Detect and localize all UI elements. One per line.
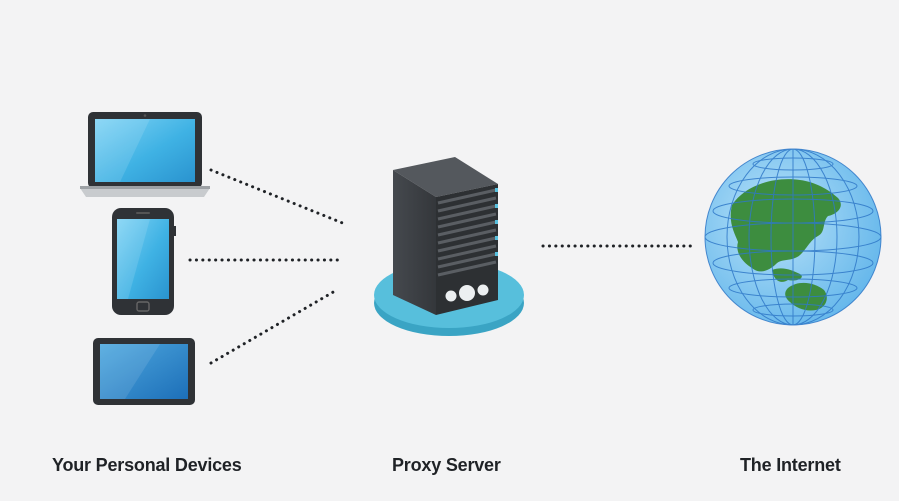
server-vents (437, 188, 497, 277)
tablet-connector (209, 289, 337, 365)
laptop-connector (209, 168, 347, 226)
globe-icon (704, 148, 882, 326)
devices-label: Your Personal Devices (52, 455, 242, 475)
globe-gridlines (704, 148, 882, 326)
smartphone-icon (112, 208, 176, 315)
tablet-icon (93, 338, 195, 405)
laptop-icon (80, 112, 210, 197)
device-connectors (188, 168, 347, 365)
server-icon (374, 157, 524, 336)
proxy-server-label: Proxy Server (392, 455, 501, 475)
internet-label: The Internet (740, 455, 841, 475)
server-status-light (477, 284, 489, 296)
server-edge-lights (495, 188, 498, 256)
server-power-light (445, 290, 457, 302)
server-main-light (459, 285, 475, 301)
